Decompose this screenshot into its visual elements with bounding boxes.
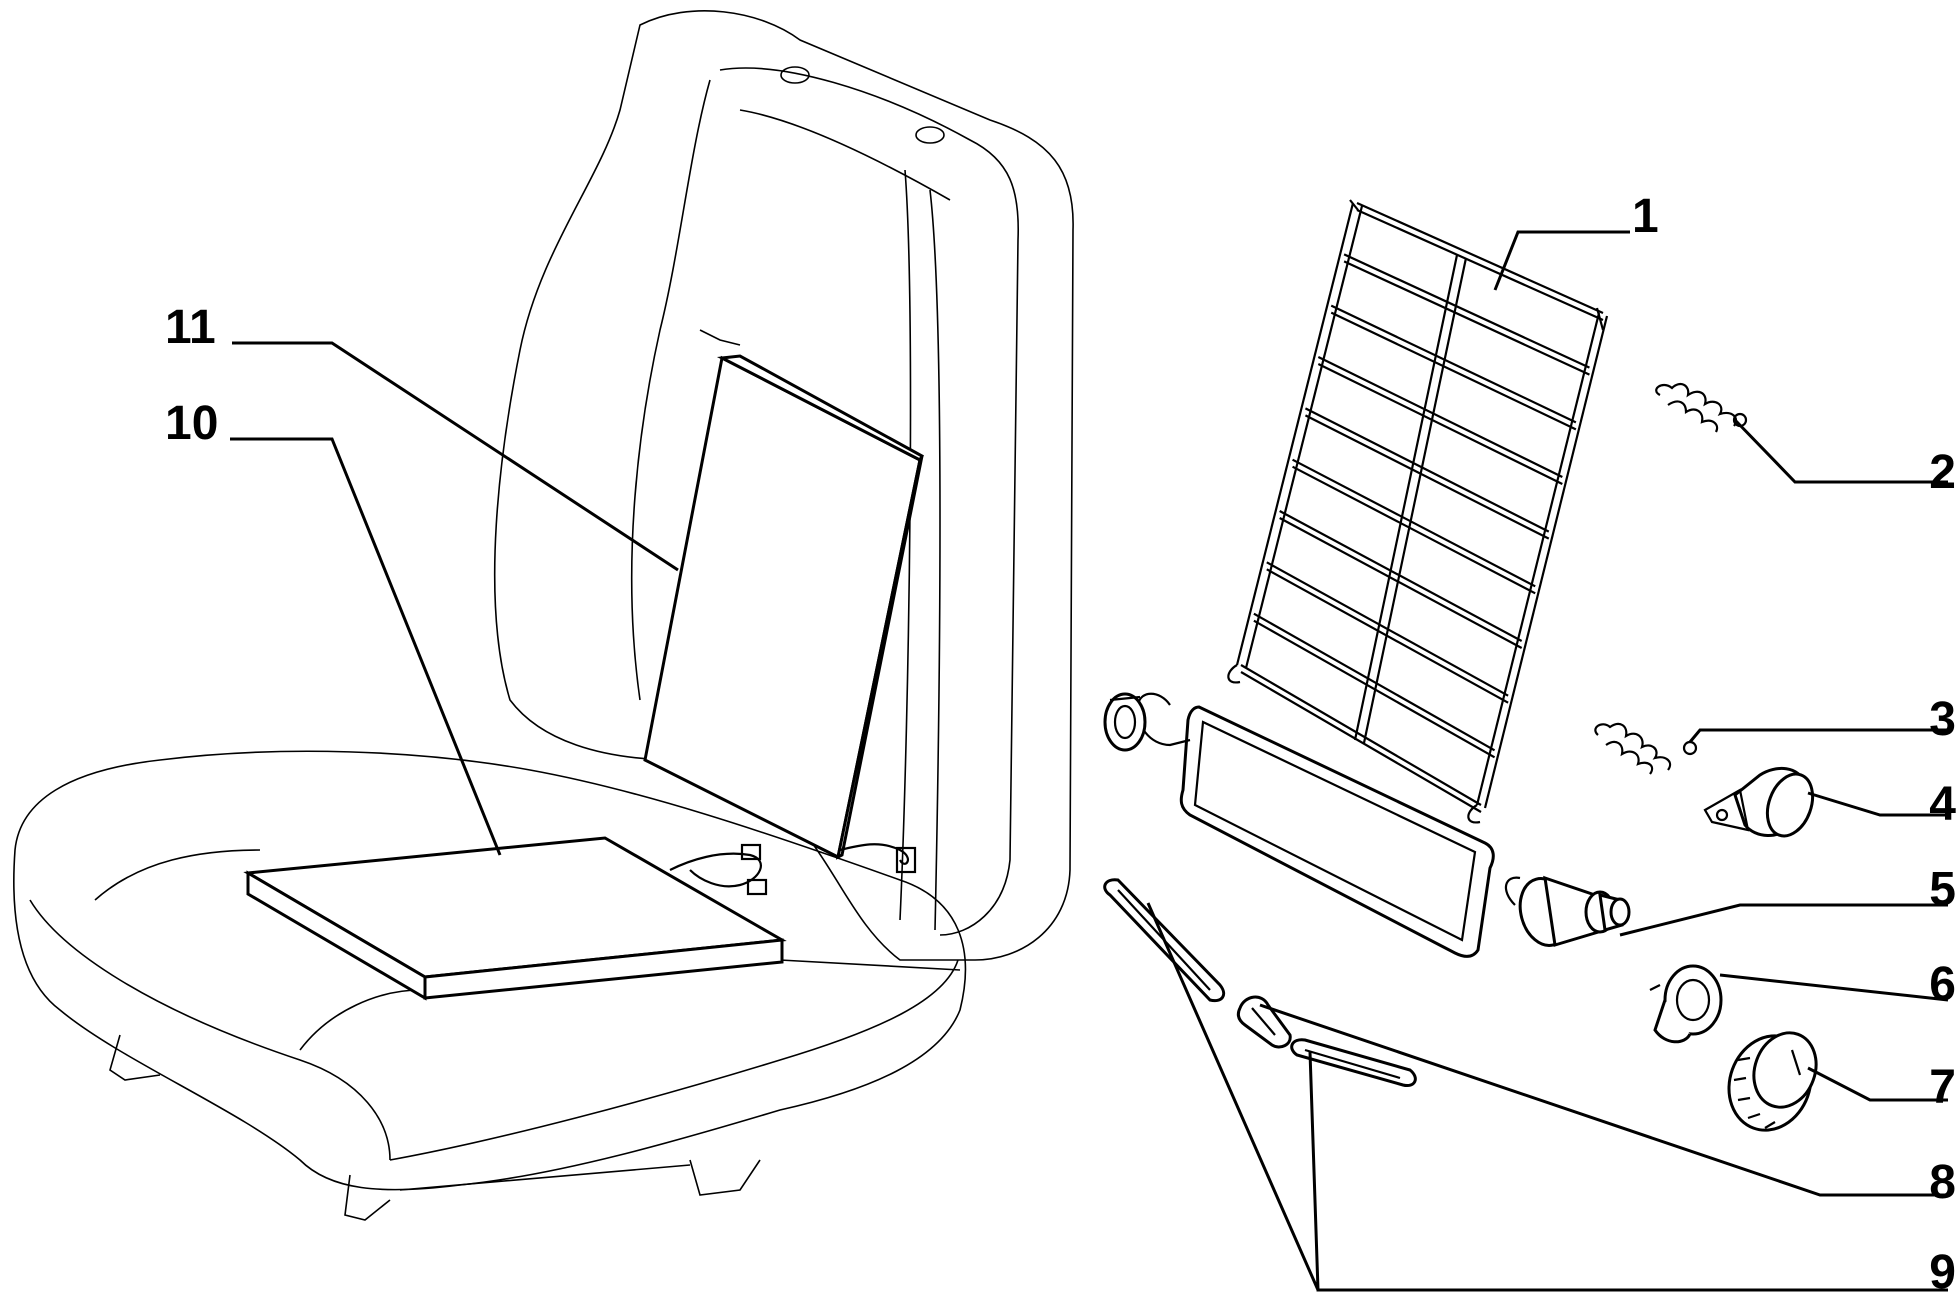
wire-rung xyxy=(1279,510,1523,642)
part-3-spring xyxy=(1594,722,1698,775)
wire-rung xyxy=(1330,311,1577,431)
part-7-knob xyxy=(1727,1031,1818,1132)
wire-rung xyxy=(1356,208,1604,322)
callout-6: 6 xyxy=(1929,958,1956,1011)
leader-lines xyxy=(230,230,1949,1292)
wire-rung xyxy=(1356,201,1604,315)
leader-1 xyxy=(1493,230,1630,291)
leader-7 xyxy=(1807,1066,1948,1102)
callout-numbers: 1 2 3 4 5 6 7 8 9 10 11 xyxy=(165,190,1956,1294)
wire-rung xyxy=(1317,356,1563,478)
wire-rung xyxy=(1266,561,1509,697)
leader-3 xyxy=(1688,728,1948,743)
callout-4: 4 xyxy=(1929,778,1956,831)
wire-rung xyxy=(1304,414,1550,540)
part-11-backrest-pad xyxy=(643,354,924,874)
leader-5 xyxy=(1619,903,1948,937)
seat-outline xyxy=(13,10,1074,1221)
wire-rung xyxy=(1292,465,1536,595)
part-10-cushion-pad xyxy=(243,836,787,1001)
part-2-spring xyxy=(1655,382,1748,433)
wire-rung xyxy=(1266,568,1509,704)
wire-rung xyxy=(1317,363,1563,485)
leader-6 xyxy=(1719,973,1949,1002)
part-6-bushing xyxy=(1649,964,1723,1044)
wire-rung xyxy=(1292,458,1536,588)
callout-1: 1 xyxy=(1632,190,1659,243)
leader-10 xyxy=(230,437,502,856)
wire-rung xyxy=(1330,304,1577,424)
callout-11: 11 xyxy=(165,301,216,354)
wire-rung xyxy=(1304,407,1550,533)
part-8-clip xyxy=(1236,995,1292,1049)
callout-7: 7 xyxy=(1929,1061,1956,1114)
callout-2: 2 xyxy=(1929,446,1956,499)
wire-rung xyxy=(1240,664,1482,806)
callout-3: 3 xyxy=(1929,693,1956,746)
wire-rung xyxy=(1253,612,1496,752)
callout-9: 9 xyxy=(1929,1246,1956,1294)
wire-rung xyxy=(1253,619,1496,759)
callout-8: 8 xyxy=(1929,1156,1956,1209)
wire-rung xyxy=(1343,260,1590,376)
wire-rung xyxy=(1343,253,1590,369)
callout-5: 5 xyxy=(1929,863,1956,916)
part-4-cap xyxy=(1703,766,1815,838)
wire-rung xyxy=(1240,671,1482,813)
wire-rung xyxy=(1279,517,1523,649)
callout-10: 10 xyxy=(165,397,218,450)
part-5-adjuster-shaft xyxy=(1504,875,1631,947)
part-1-lumbar-wire-frame xyxy=(1227,199,1609,824)
leader-8 xyxy=(1259,1003,1948,1197)
leader-2 xyxy=(1733,418,1948,484)
leader-9 xyxy=(1146,902,1948,1292)
lumbar-plate-assembly xyxy=(1103,692,1495,958)
leader-11 xyxy=(232,341,679,572)
leader-4 xyxy=(1807,791,1948,817)
